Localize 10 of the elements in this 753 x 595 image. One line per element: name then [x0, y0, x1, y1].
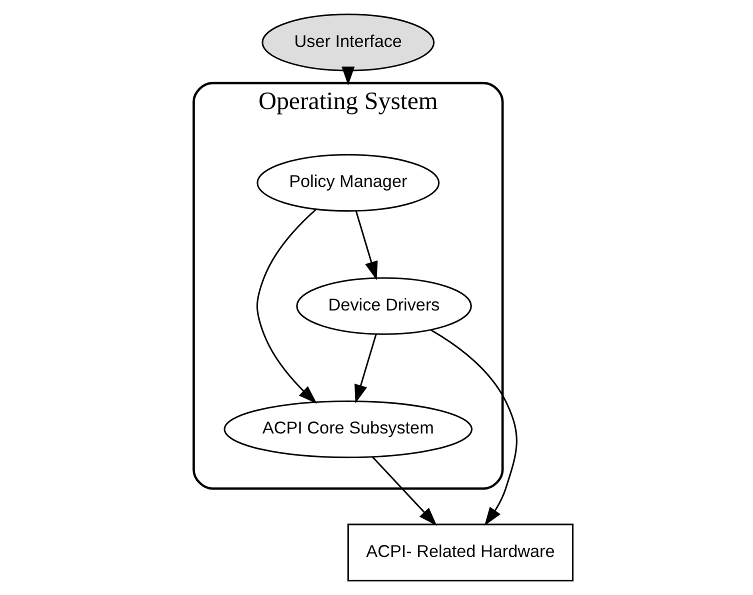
- arrow: [371, 456, 436, 526]
- arrow: [354, 210, 378, 280]
- node-ellipse: ACPI Core Subsystem: [223, 400, 472, 458]
- node-ellipse: Policy Manager: [256, 154, 440, 212]
- node-box: ACPI- Related Hardware: [346, 524, 574, 582]
- arrow: [354, 334, 376, 404]
- arrow: [256, 208, 316, 404]
- node-ellipse: Device Drivers: [296, 277, 472, 335]
- arrow: [341, 66, 354, 86]
- arrow: [430, 329, 517, 526]
